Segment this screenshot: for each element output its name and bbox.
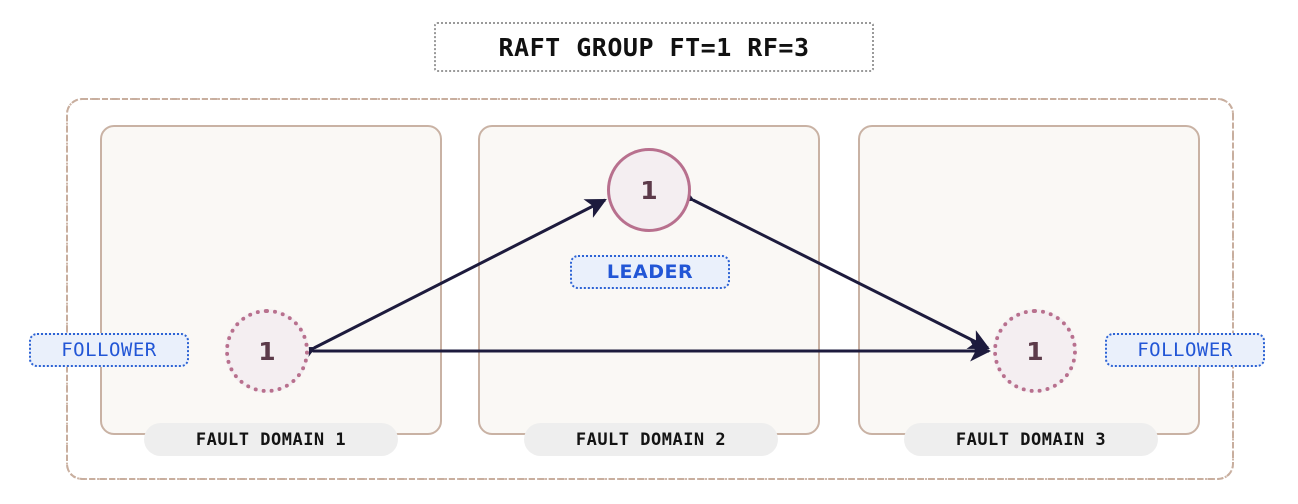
raft-node-follower-left-label: 1 xyxy=(258,336,276,366)
diagram-title-box: RAFT GROUP FT=1 RF=3 xyxy=(434,22,874,72)
role-badge-leader: LEADER xyxy=(570,255,730,289)
raft-node-leader[interactable]: 1 xyxy=(607,148,691,232)
raft-node-leader-label: 1 xyxy=(640,175,658,205)
role-badge-follower-right-label: FOLLOWER xyxy=(1137,339,1233,361)
raft-node-follower-right[interactable]: 1 xyxy=(993,309,1077,393)
fault-domain-label-1: FAULT DOMAIN 1 xyxy=(144,423,398,456)
fault-domain-label-1-text: FAULT DOMAIN 1 xyxy=(195,429,347,450)
role-badge-follower-left: FOLLOWER xyxy=(29,333,189,367)
fault-domain-label-2-text: FAULT DOMAIN 2 xyxy=(575,429,727,450)
raft-node-follower-left[interactable]: 1 xyxy=(225,309,309,393)
fault-domain-label-3: FAULT DOMAIN 3 xyxy=(904,423,1158,456)
fault-domain-label-2: FAULT DOMAIN 2 xyxy=(524,423,778,456)
raft-node-follower-right-label: 1 xyxy=(1026,336,1044,366)
fault-domain-label-3-text: FAULT DOMAIN 3 xyxy=(955,429,1107,450)
role-badge-follower-left-label: FOLLOWER xyxy=(61,339,157,361)
role-badge-leader-label: LEADER xyxy=(606,261,694,283)
role-badge-follower-right: FOLLOWER xyxy=(1105,333,1265,367)
page-title: RAFT GROUP FT=1 RF=3 xyxy=(498,32,810,62)
raft-group-boundary xyxy=(66,98,1234,480)
